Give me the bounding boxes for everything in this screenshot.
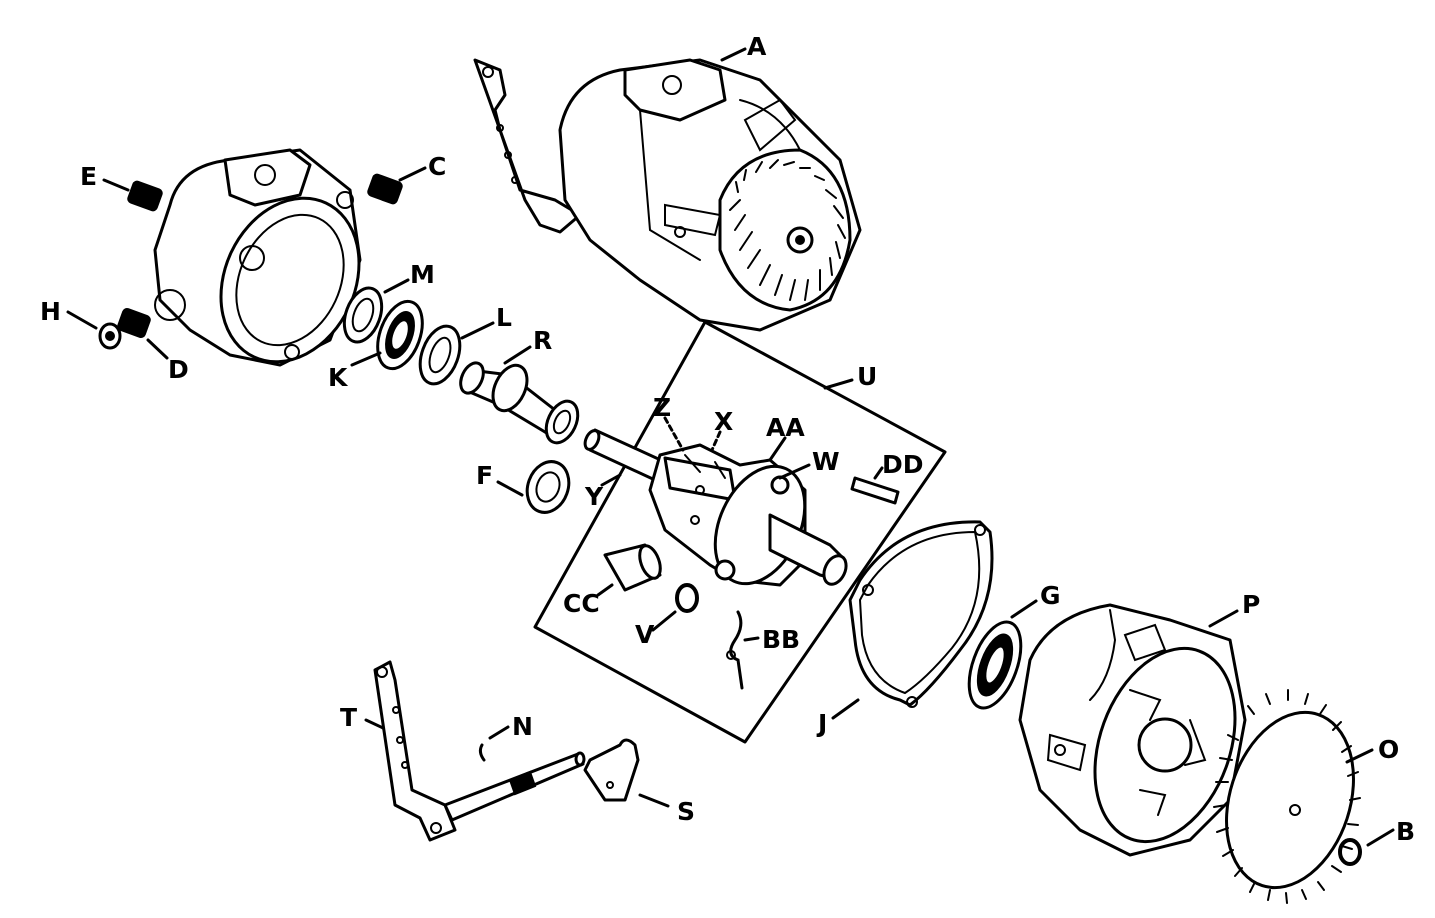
part-k-thrust-bearing: [376, 299, 424, 371]
part-cc-sleeve: [603, 543, 662, 592]
part-dd-pin: [850, 476, 900, 505]
part-j-gasket: [848, 520, 994, 708]
part-u-kit-box: [533, 320, 947, 744]
label-f: F: [476, 461, 493, 490]
part-rotor-assembly: [648, 443, 848, 587]
label-v: V: [635, 620, 655, 649]
part-o-gear: [1213, 689, 1361, 904]
label-bb: BB: [762, 625, 800, 654]
label-aa: AA: [766, 413, 805, 442]
label-y: Y: [584, 482, 604, 511]
label-o: O: [1378, 735, 1399, 764]
part-r-bushing: [459, 361, 580, 445]
label-s: S: [677, 797, 695, 826]
label-m: M: [410, 260, 435, 289]
part-d-needle-bearing: [117, 308, 151, 338]
part-e-needle-bearing: [127, 180, 163, 212]
label-r: R: [533, 326, 552, 355]
label-w: W: [812, 447, 840, 476]
label-x: X: [714, 407, 733, 436]
label-k: K: [328, 363, 349, 392]
part-v-snap-ring: [675, 583, 699, 613]
part-p-right-housing: [1018, 603, 1247, 857]
label-p: P: [1242, 590, 1260, 619]
part-s-fork: [583, 738, 640, 802]
label-b: B: [1396, 817, 1415, 846]
label-dd: DD: [882, 450, 924, 479]
label-e: E: [80, 162, 97, 191]
label-t: T: [340, 703, 357, 732]
label-u: U: [857, 362, 877, 391]
part-g-ball-bearing: [967, 620, 1023, 710]
label-h: H: [40, 297, 61, 326]
part-y-shaft: [583, 428, 667, 482]
part-h-nut: [98, 322, 122, 350]
part-l-washer: [418, 324, 462, 386]
part-m-washer: [342, 286, 384, 344]
leader-lines: [66, 47, 1395, 847]
label-j: J: [816, 709, 827, 738]
label-z: Z: [653, 393, 671, 422]
label-cc: CC: [563, 589, 600, 618]
label-l: L: [496, 303, 512, 332]
part-f-washer: [525, 460, 571, 514]
label-c: C: [428, 152, 446, 181]
part-b-snap-ring: [1338, 838, 1362, 866]
part-a-assembled-pump: [473, 58, 862, 332]
part-n-shaft: [443, 743, 586, 822]
part-bb-spring: [726, 610, 744, 690]
part-left-housing: [153, 148, 362, 367]
label-g: G: [1040, 581, 1061, 610]
label-a: A: [747, 32, 767, 61]
label-d: D: [168, 355, 189, 384]
part-t-lever: [373, 660, 457, 842]
label-n: N: [512, 712, 533, 741]
part-c-needle-bearing: [367, 173, 403, 205]
callout-labels: A B C D E F G H J K L M N O P R S T U V …: [40, 32, 1415, 846]
